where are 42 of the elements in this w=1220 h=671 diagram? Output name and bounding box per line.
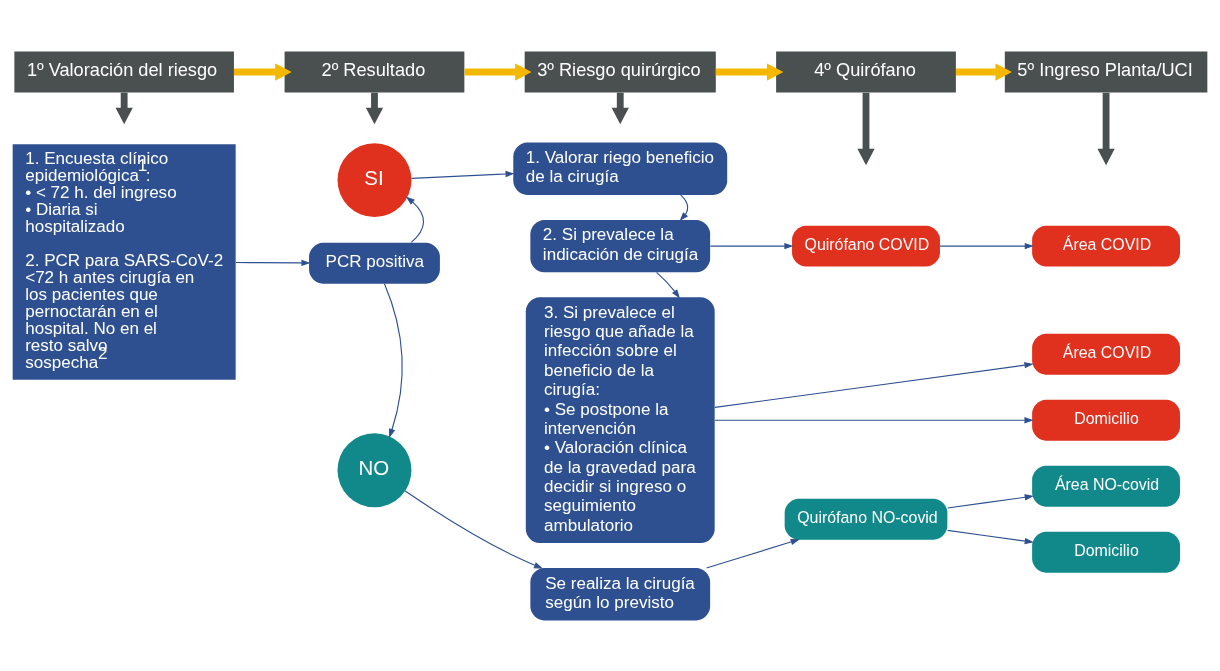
node-box: Área COVID xyxy=(1032,333,1181,375)
arrow xyxy=(705,538,800,569)
arrow xyxy=(404,490,544,569)
node-circle: SI xyxy=(337,142,412,217)
arrow xyxy=(715,62,784,81)
node-box: 5º Ingreso Planta/UCI xyxy=(1004,51,1208,92)
arrow xyxy=(947,529,1034,544)
arrow xyxy=(464,62,532,81)
arrow xyxy=(365,92,384,124)
node-box: Quirófano COVID xyxy=(792,225,940,267)
node-box: 3º Riesgo quirúrgico xyxy=(524,51,716,92)
node-box: 1º Valoración del riesgo xyxy=(14,51,234,92)
arrow xyxy=(939,242,1034,249)
arrow xyxy=(1097,92,1115,165)
node-box: 3. Si prevalece el riesgo que añade la infección sobre el beneficio de la cirugía: • Se postpone la intervención • Valoración clínica de la gravedad para decidir si ingreso o seguimiento ambulatorio xyxy=(525,296,715,543)
arrow xyxy=(709,242,794,249)
arrow xyxy=(115,92,133,124)
arrow xyxy=(714,361,1034,408)
arrow xyxy=(411,170,515,179)
arrow xyxy=(235,259,311,266)
node-box: 4º Quirófano xyxy=(776,51,956,92)
node-box: Área NO-covid xyxy=(1032,465,1181,507)
arrow xyxy=(611,92,629,124)
node-circle: NO xyxy=(337,432,412,507)
arrow xyxy=(405,196,425,243)
arrow xyxy=(383,282,403,438)
node-box: 1. Valorar riego beneficio de la cirugía xyxy=(513,142,728,195)
node-box: Área COVID xyxy=(1032,225,1181,267)
arrow xyxy=(714,416,1034,423)
node-box: Domicilio xyxy=(1032,399,1181,441)
arrow xyxy=(857,92,875,165)
arrow xyxy=(656,271,680,298)
node-box: Domicilio xyxy=(1032,531,1181,573)
arrow xyxy=(679,194,689,221)
arrow xyxy=(947,493,1034,509)
node-box: 2º Resultado xyxy=(284,51,465,92)
node-box: Se realiza la cirugía según lo previsto xyxy=(530,567,711,620)
arrow xyxy=(234,62,292,81)
node-box: 2. Si prevalece la indicación de cirugía xyxy=(530,219,711,272)
node-box: Quirófano NO-covid xyxy=(784,498,948,540)
node-box: PCR positiva xyxy=(309,242,440,284)
arrow xyxy=(956,62,1012,81)
